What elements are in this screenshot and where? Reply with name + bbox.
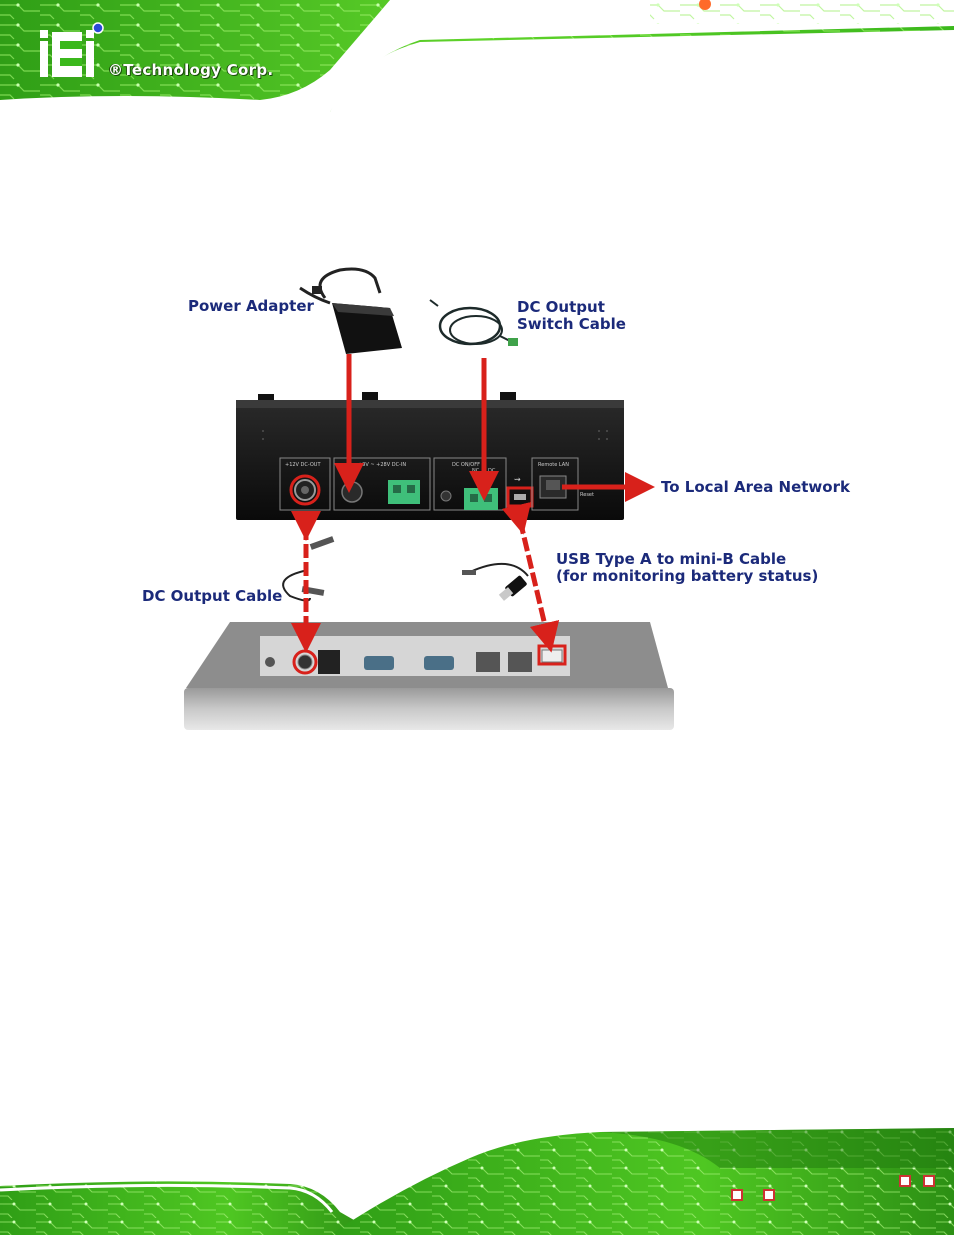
connection-diagram: +12V DC-OUT +9V ~ +28V DC-IN DC ON/OFF N… bbox=[140, 258, 860, 738]
circuit-board-footer-graphic bbox=[0, 1128, 954, 1235]
box-pc-rear-panel: +12V DC-OUT +9V ~ +28V DC-IN DC ON/OFF N… bbox=[236, 392, 624, 520]
usb-cable-line-2: (for monitoring battery status) bbox=[556, 568, 818, 585]
dc-output-cable-label: DC Output Cable bbox=[142, 588, 282, 605]
dc-output-switch-cable-label: DC Output Switch Cable bbox=[517, 299, 626, 333]
dc-label: DC bbox=[488, 468, 496, 474]
header-banner: ®Technology Corp. bbox=[0, 0, 954, 112]
circuit-board-header-graphic bbox=[0, 0, 954, 112]
footer-banner bbox=[0, 1128, 954, 1235]
dc-out-label: +12V DC-OUT bbox=[285, 462, 321, 468]
power-adapter-image bbox=[300, 269, 402, 354]
to-lan-label: To Local Area Network bbox=[661, 479, 850, 496]
panel-pc-bottom-view bbox=[184, 622, 674, 730]
dc-switch-cable-image bbox=[430, 300, 518, 346]
reset-label: Reset bbox=[580, 492, 594, 498]
power-adapter-label: Power Adapter bbox=[188, 298, 314, 315]
brand-name: ®Technology Corp. bbox=[108, 61, 273, 79]
diagram-illustration: +12V DC-OUT +9V ~ +28V DC-IN DC ON/OFF N… bbox=[140, 258, 860, 738]
dc-output-switch-cable-line-1: DC Output bbox=[517, 299, 626, 316]
dc-in-label: +9V ~ +28V DC-IN bbox=[358, 462, 406, 468]
nc-label: NC bbox=[472, 468, 480, 474]
dc-output-switch-cable-line-2: Switch Cable bbox=[517, 316, 626, 333]
usb-cable-line-1: USB Type A to mini-B Cable bbox=[556, 551, 818, 568]
remote-lan-label: Remote LAN bbox=[538, 462, 569, 468]
svg-text:⇝: ⇝ bbox=[514, 475, 521, 484]
usb-cable-image bbox=[462, 564, 528, 601]
dc-output-cable-image bbox=[283, 536, 334, 600]
usb-cable-label: USB Type A to mini-B Cable (for monitori… bbox=[556, 551, 818, 585]
